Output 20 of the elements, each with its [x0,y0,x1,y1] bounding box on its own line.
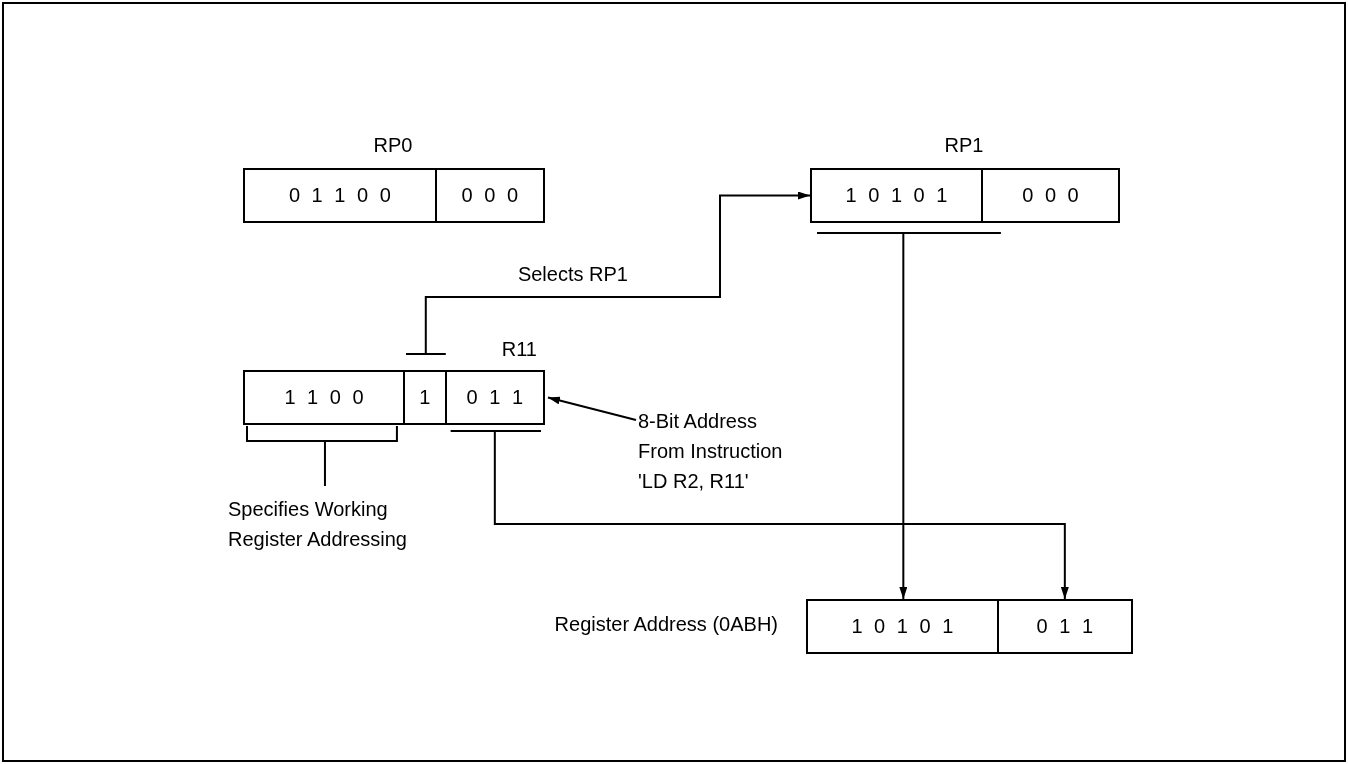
bit-field: 0 1 1 [446,372,543,423]
bit-field: 0 1 1 0 0 [245,170,437,221]
bit-field: 0 0 0 [982,170,1118,221]
bit-field: 1 1 0 0 [245,372,405,423]
register-caption: Register Address (0ABH) [554,613,778,636]
arrow [449,430,1069,600]
bracket-line [246,425,398,487]
arrow [404,191,811,355]
bit-field: 0 1 1 [998,601,1131,652]
register-name: RP0 [373,134,413,157]
register-name: R11 [501,338,537,361]
arrow [547,396,637,421]
bit-field: 0 0 0 [436,170,543,221]
annotation-text: 8-Bit Address From Instruction 'LD R2, R11' [638,406,806,496]
register-name: RP1 [944,134,984,157]
annotation-text: Specifies Working Register Addressing [228,494,443,554]
bit-field: 1 0 1 0 1 [808,601,999,652]
bit-field: 1 0 1 0 1 [812,170,983,221]
arrow [816,232,1002,600]
bit-field: 1 [404,372,447,423]
